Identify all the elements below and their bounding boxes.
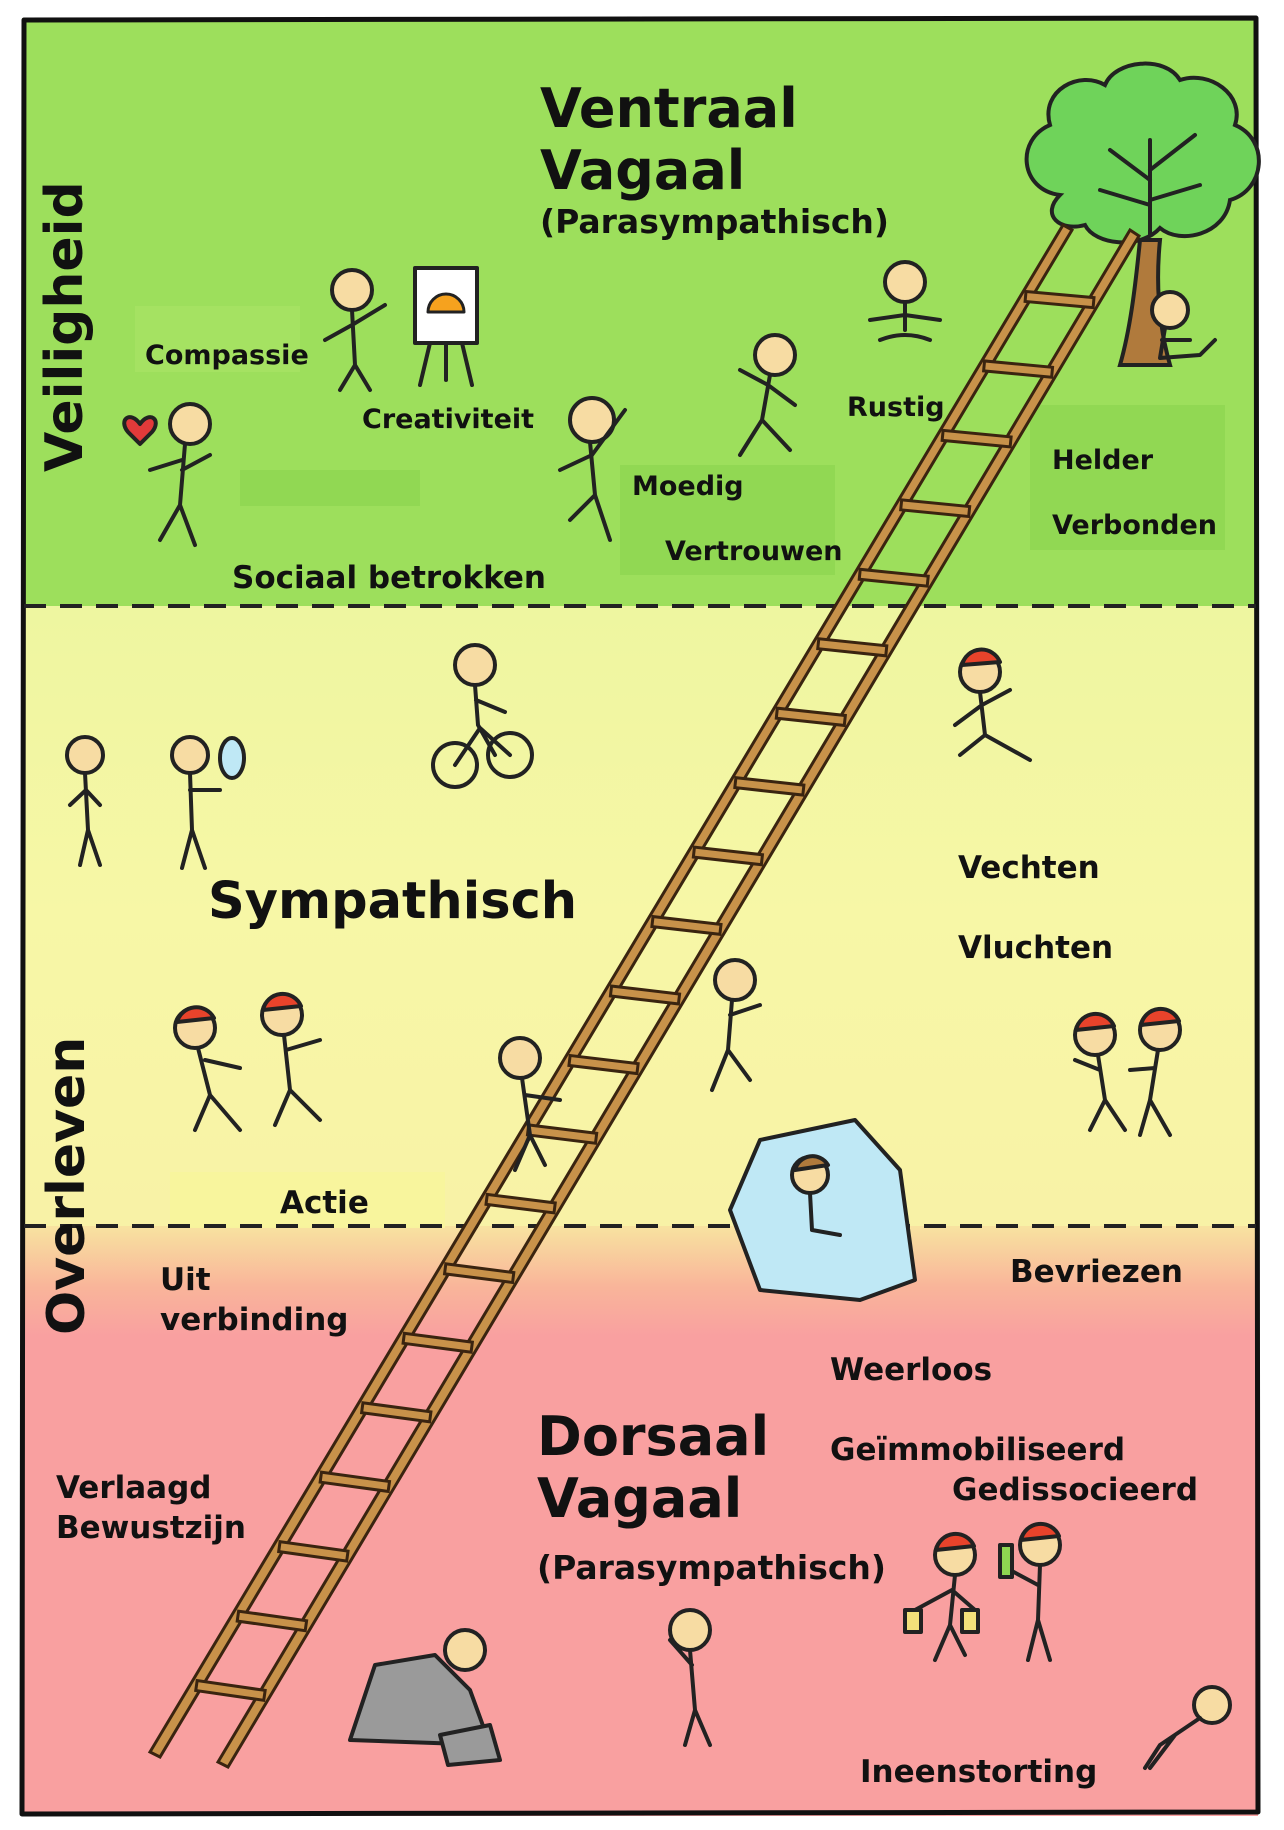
person-resting xyxy=(1150,290,1217,360)
zone-transition xyxy=(22,1226,1258,1336)
ice-block-icon xyxy=(728,1118,917,1302)
ladder-rung xyxy=(899,498,972,519)
person-compassion xyxy=(122,402,212,547)
heart-icon xyxy=(122,415,158,446)
label-geimmobiliseerd: Geïmmobiliseerd xyxy=(830,1432,1126,1468)
label-verlaagd: Verlaagd xyxy=(56,1470,212,1506)
person-mirror xyxy=(170,735,246,870)
label-vluchten: Vluchten xyxy=(958,930,1114,966)
label-creativiteit: Creativiteit xyxy=(362,404,535,435)
ladder xyxy=(147,222,1142,1769)
subtitle-dorsal: (Parasympathisch) xyxy=(537,1548,886,1587)
person-calm xyxy=(868,260,942,342)
ladder-rung xyxy=(318,1470,392,1494)
label-rustig: Rustig xyxy=(847,392,945,423)
person-fleeing xyxy=(953,647,1032,762)
label-moedig: Moedig xyxy=(632,471,744,502)
label-helder: Helder xyxy=(1052,445,1154,476)
ladder-rung xyxy=(940,428,1013,449)
person-collapsed xyxy=(1143,1685,1232,1770)
ladder-rung xyxy=(691,845,765,867)
label-weerloos: Weerloos xyxy=(830,1352,993,1388)
label-vertrouwen: Vertrouwen xyxy=(665,536,843,567)
title-dorsal-line1: Dorsaal xyxy=(537,1405,770,1468)
tree-icon xyxy=(1024,61,1261,367)
label-uit: Uit xyxy=(160,1262,211,1298)
label-verbinding: verbinding xyxy=(160,1302,349,1338)
label-bewustzijn: Bewustzijn xyxy=(56,1510,246,1546)
title-ventral-line1: Ventraal xyxy=(540,77,798,140)
ladder-rung xyxy=(442,1262,516,1285)
ladder-rung xyxy=(774,706,848,728)
ladder-rung xyxy=(359,1401,433,1424)
side-label-survival: Overleven xyxy=(37,1036,97,1335)
person-irritated xyxy=(65,735,105,867)
ladder-rung xyxy=(1023,289,1096,310)
label-compassie: Compassie xyxy=(145,340,309,371)
people-dissociated xyxy=(903,1521,1062,1662)
ladder-rung xyxy=(816,637,889,658)
label-sociaal-betrokken: Sociaal betrokken xyxy=(232,560,546,596)
person-cycling xyxy=(431,643,534,789)
label-gedissocieerd: Gedissocieerd xyxy=(952,1472,1199,1508)
ladder-rung xyxy=(650,914,723,936)
title-sympathisch: Sympathisch xyxy=(208,872,578,931)
label-actie: Actie xyxy=(280,1185,369,1221)
ladder-rung xyxy=(981,359,1055,379)
label-ineenstorting: Ineenstorting xyxy=(860,1754,1098,1790)
rock-icon xyxy=(348,1628,502,1767)
ladder-rung xyxy=(733,776,806,797)
subtitle-ventral: (Parasympathisch) xyxy=(540,202,889,241)
ladder-rung xyxy=(608,984,682,1006)
ladder-rung xyxy=(857,567,930,588)
person-creativity xyxy=(323,266,479,392)
label-bevriezen: Bevriezen xyxy=(1010,1254,1183,1290)
person-trust xyxy=(738,333,797,457)
people-fighting-left xyxy=(173,991,322,1132)
ladder-rung xyxy=(484,1192,557,1215)
label-vechten: Vechten xyxy=(958,850,1100,886)
ladder-rung xyxy=(194,1678,267,1703)
person-climbing xyxy=(498,1036,562,1172)
title-dorsal-line2: Vagaal xyxy=(537,1467,743,1530)
label-verbonden: Verbonden xyxy=(1052,510,1218,541)
zone-sympathetic xyxy=(22,606,1258,1226)
title-ventral-line2: Vagaal xyxy=(540,139,746,202)
ladder-rung xyxy=(567,1053,640,1076)
person-falling xyxy=(710,958,762,1092)
ladder-rung xyxy=(276,1539,350,1563)
people-fighting-right xyxy=(1073,1006,1182,1137)
ladder-rung xyxy=(401,1331,475,1354)
ladder-rung xyxy=(235,1609,309,1633)
person-helpless xyxy=(668,1608,712,1747)
side-label-safety: Veiligheid xyxy=(35,181,95,472)
person-brave xyxy=(558,396,627,542)
